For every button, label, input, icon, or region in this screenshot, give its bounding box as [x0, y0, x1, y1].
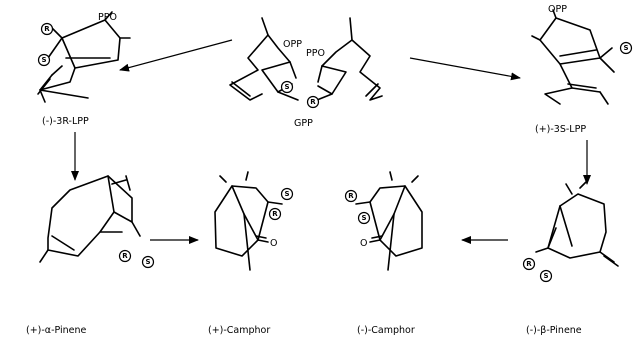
stereo-r-label-camphor-minus: R [348, 192, 354, 200]
stereo-r-badge-camphor-minus: R [344, 189, 358, 203]
opp-group-gpp-left: OPP [283, 39, 302, 50]
stereo-s-badge: S [37, 53, 51, 67]
stereo-s-label-right: S [623, 44, 628, 52]
stereo-r-badge: R [40, 22, 54, 36]
arrow-gpp-to-lpp-plus [409, 57, 521, 81]
b-pinene-label: (-)-β-Pinene [526, 325, 582, 336]
stereo-r-badge-gpp: R [306, 95, 320, 109]
stereo-s-label-camphor-plus: S [284, 190, 289, 198]
b-pinene-structure [535, 181, 619, 267]
camphor-minus-label: (-)-Camphor [357, 325, 415, 336]
stereo-r-badge-apinene: R [118, 249, 132, 263]
stereo-s-label-camphor-minus: S [361, 214, 366, 222]
stereo-r-badge-camphor-plus: R [268, 207, 282, 221]
stereo-r-label: R [44, 25, 50, 33]
stereo-s-label-gpp: S [284, 83, 289, 91]
stereo-s-label-apinene: S [145, 258, 150, 266]
ppo-group-left: PPO [98, 12, 117, 23]
carbonyl-o-left: O [270, 238, 277, 249]
camphor-plus-structure [214, 171, 283, 271]
opp-group-right: OPP [548, 4, 567, 15]
arrow-gpp-to-lpp-minus [119, 39, 233, 72]
gpp-label: GPP [294, 118, 313, 129]
lpp-plus-structure [531, 9, 615, 105]
stereo-s-badge-bpinene: S [539, 269, 553, 283]
lpp-minus-structure [37, 11, 131, 103]
a-pinene-structure [39, 175, 141, 263]
stereo-r-label-apinene: R [122, 252, 128, 260]
stereo-s-badge-gpp: S [280, 80, 294, 94]
camphor-plus-label: (+)-Camphor [208, 325, 270, 336]
lpp-plus-label: (+)-3S-LPP [535, 124, 586, 135]
stereo-r-badge-bpinene: R [522, 257, 536, 271]
stereo-r-label-bpinene: R [526, 260, 532, 268]
stereo-s-label-bpinene: S [543, 272, 548, 280]
stereo-s-badge-camphor-plus: S [280, 187, 294, 201]
stereo-s-badge-right: S [619, 41, 633, 55]
ppo-group-gpp-right: PPO [306, 48, 325, 59]
stereo-s-label: S [41, 56, 46, 64]
a-pinene-label: (+)-α-Pinene [26, 325, 87, 336]
carbonyl-o-right: O [360, 238, 367, 249]
camphor-minus-structure [355, 171, 423, 271]
lpp-minus-label: (-)-3R-LPP [42, 116, 89, 127]
stereo-s-badge-camphor-minus: S [357, 211, 371, 225]
gpp-structure [229, 17, 383, 103]
stereo-r-label-camphor-plus: R [272, 210, 278, 218]
stereo-r-label-gpp: R [310, 98, 316, 106]
stereo-s-badge-apinene: S [141, 255, 155, 269]
